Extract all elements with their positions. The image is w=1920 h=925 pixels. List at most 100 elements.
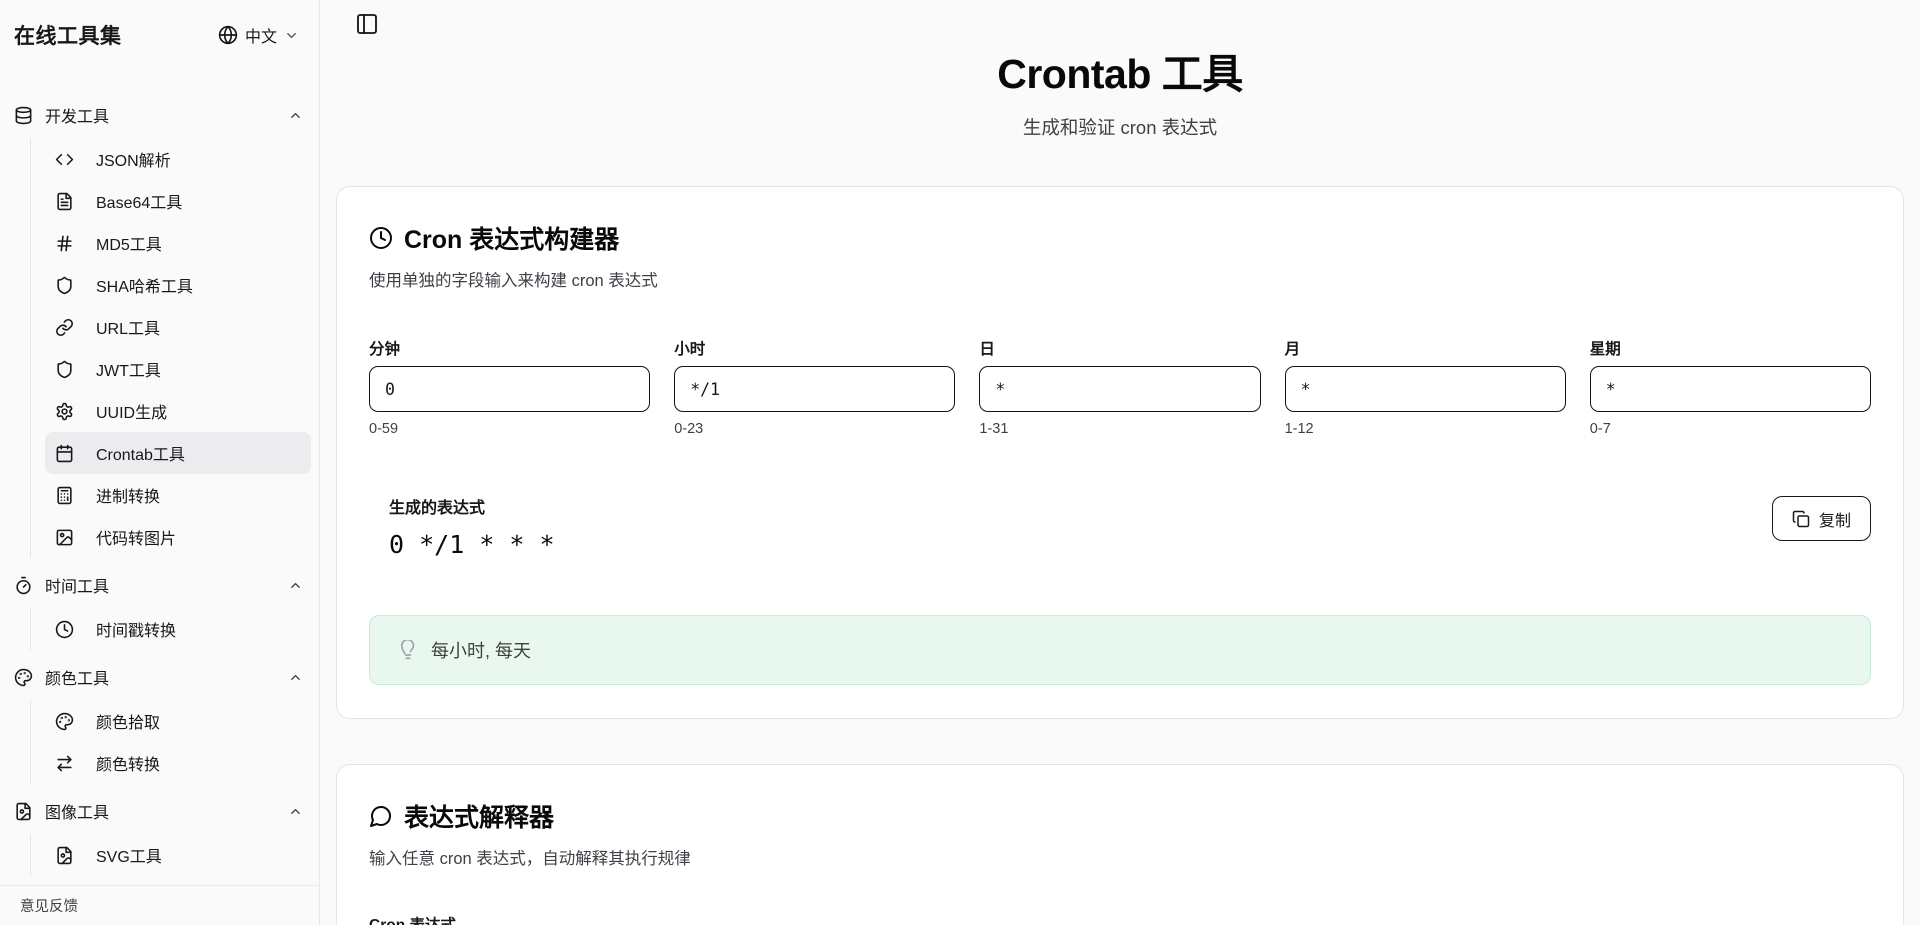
sidebar-category-2[interactable]: 颜色工具 bbox=[8, 656, 311, 698]
builder-card-title: Cron 表达式构建器 bbox=[369, 220, 1871, 256]
language-label: 中文 bbox=[244, 29, 277, 46]
clock-icon bbox=[369, 226, 393, 250]
sidebar-sublist: 时间戳转换 bbox=[30, 608, 311, 650]
sidebar-item-label: Base64工具 bbox=[96, 195, 183, 212]
sidebar-item-Base64工具[interactable]: Base64工具 bbox=[45, 180, 311, 222]
sidebar-item-颜色拾取[interactable]: 颜色拾取 bbox=[45, 700, 311, 742]
sidebar-item-label: 代码转图片 bbox=[96, 531, 177, 548]
sidebar-item-label: SVG工具 bbox=[96, 849, 162, 866]
sidebar-item-JWT工具[interactable]: JWT工具 bbox=[45, 348, 311, 390]
sidebar-item-label: UUID生成 bbox=[96, 405, 168, 422]
timer-icon bbox=[14, 576, 33, 595]
builder-card-subtitle: 使用单独的字段输入来构建 cron 表达式 bbox=[369, 272, 658, 290]
field-label: 小时 bbox=[674, 341, 706, 358]
explainer-input-label: Cron 表达式 bbox=[369, 913, 1871, 925]
field-range-hint: 0-23 bbox=[674, 421, 704, 437]
chevron-up-icon[interactable] bbox=[288, 804, 303, 819]
language-selector[interactable]: 中文 bbox=[218, 23, 299, 47]
generated-expression: 0 */1 * * * bbox=[389, 530, 555, 559]
sidebar-item-label: MD5工具 bbox=[96, 237, 162, 254]
lightbulb-icon bbox=[398, 640, 418, 660]
field-range-hint: 0-59 bbox=[369, 421, 399, 437]
category-label: 开发工具 bbox=[45, 109, 110, 126]
link-icon bbox=[55, 318, 74, 337]
shield-icon bbox=[55, 360, 74, 379]
sidebar-footer-feedback[interactable]: 意见反馈 bbox=[0, 885, 319, 925]
cron-builder-card: Cron 表达式构建器 使用单独的字段输入来构建 cron 表达式 分钟0-59… bbox=[336, 186, 1904, 719]
expression-explainer-card: 表达式解释器 输入任意 cron 表达式，自动解释其执行规律 Cron 表达式 bbox=[336, 764, 1904, 925]
explainer-card-title: 表达式解释器 bbox=[369, 798, 1871, 834]
calendar-icon bbox=[55, 444, 74, 463]
field-input[interactable] bbox=[979, 366, 1261, 412]
result-block: 生成的表达式 0 */1 * * * bbox=[389, 494, 555, 559]
sidebar-item-SHA哈希工具[interactable]: SHA哈希工具 bbox=[45, 264, 311, 306]
field-label: 月 bbox=[1284, 341, 1301, 358]
field-range-hint: 1-12 bbox=[1284, 421, 1314, 437]
sidebar-item-时间戳转换[interactable]: 时间戳转换 bbox=[45, 608, 311, 650]
palette-icon bbox=[55, 712, 74, 731]
cron-field-2: 日 1-31 bbox=[979, 337, 1261, 437]
database-icon bbox=[14, 106, 33, 125]
sidebar-toggle-button[interactable] bbox=[352, 9, 382, 39]
field-input[interactable] bbox=[369, 366, 651, 412]
chevron-up-icon[interactable] bbox=[288, 108, 303, 123]
sidebar-item-label: SHA哈希工具 bbox=[96, 279, 193, 296]
page-header: Crontab 工具 生成和验证 cron 表达式 bbox=[320, 0, 1920, 140]
field-range-hint: 1-31 bbox=[979, 421, 1009, 437]
clock-icon bbox=[55, 620, 74, 639]
image-icon bbox=[55, 528, 74, 547]
settings-icon bbox=[55, 402, 74, 421]
cron-fields-row: 分钟0-59小时0-23日1-31月1-12星期0-7 bbox=[369, 337, 1871, 437]
chevron-up-icon[interactable] bbox=[288, 578, 303, 593]
category-label: 颜色工具 bbox=[45, 671, 110, 688]
file-image-icon bbox=[14, 802, 33, 821]
sidebar-item-进制转换[interactable]: 进制转换 bbox=[45, 474, 311, 516]
sidebar-item-label: Crontab工具 bbox=[96, 447, 185, 464]
sidebar-category-1[interactable]: 时间工具 bbox=[8, 564, 311, 606]
sidebar-sublist: SVG工具 bbox=[30, 834, 311, 876]
field-label: 日 bbox=[979, 341, 995, 358]
sidebar-category-0[interactable]: 开发工具 bbox=[8, 94, 311, 136]
sidebar-item-代码转图片[interactable]: 代码转图片 bbox=[45, 516, 311, 558]
sidebar-category-3[interactable]: 图像工具 bbox=[8, 790, 311, 832]
field-label: 星期 bbox=[1589, 341, 1621, 358]
sidebar-item-SVG工具[interactable]: SVG工具 bbox=[45, 834, 311, 876]
expression-hint-text: 每小时, 每天 bbox=[431, 641, 532, 661]
explainer-title-text: 表达式解释器 bbox=[404, 804, 555, 832]
builder-title-text: Cron 表达式构建器 bbox=[404, 226, 620, 254]
field-input[interactable] bbox=[1589, 366, 1871, 412]
field-input[interactable] bbox=[1284, 366, 1566, 412]
sidebar-item-UUID生成[interactable]: UUID生成 bbox=[45, 390, 311, 432]
swap-icon bbox=[55, 754, 74, 773]
copy-button-label: 复制 bbox=[1818, 512, 1851, 530]
sidebar-item-JSON解析[interactable]: JSON解析 bbox=[45, 138, 311, 180]
sidebar-item-颜色转换[interactable]: 颜色转换 bbox=[45, 742, 311, 784]
sidebar-header: 在线工具集 中文 bbox=[0, 0, 319, 50]
chevron-up-icon[interactable] bbox=[288, 670, 303, 685]
sidebar-item-label: URL工具 bbox=[96, 321, 161, 338]
copy-button[interactable]: 复制 bbox=[1771, 496, 1871, 541]
sidebar-item-URL工具[interactable]: URL工具 bbox=[45, 306, 311, 348]
message-circle-icon bbox=[369, 804, 393, 828]
shield-icon bbox=[55, 276, 74, 295]
sidebar-item-label: 颜色拾取 bbox=[96, 715, 161, 732]
result-label: 生成的表达式 bbox=[389, 500, 486, 517]
field-input[interactable] bbox=[674, 366, 956, 412]
panel-left-icon bbox=[355, 12, 379, 36]
hash-icon bbox=[55, 234, 74, 253]
sidebar-item-Crontab工具[interactable]: Crontab工具 bbox=[45, 432, 311, 474]
field-range-hint: 0-7 bbox=[1589, 421, 1611, 437]
code-icon bbox=[55, 150, 74, 169]
cron-field-4: 星期 0-7 bbox=[1589, 337, 1871, 437]
file-image-icon bbox=[55, 846, 74, 865]
sidebar-item-label: 进制转换 bbox=[96, 489, 161, 506]
file-text-icon bbox=[55, 192, 74, 211]
sidebar-item-label: 时间戳转换 bbox=[96, 623, 177, 640]
main-content: Crontab 工具 生成和验证 cron 表达式 Cron 表达式构建器 使用… bbox=[320, 0, 1920, 925]
palette-icon bbox=[14, 668, 33, 687]
sidebar-item-MD5工具[interactable]: MD5工具 bbox=[45, 222, 311, 264]
sidebar-sublist: JSON解析 Base64工具 MD5工具 SHA哈希工具 URL工具 JWT工具 UUID… bbox=[30, 138, 311, 558]
sidebar-nav: 开发工具 JSON解析 Base64工具 MD5工具 SHA哈希工具 URL工具 JWT工具… bbox=[0, 50, 319, 885]
calculator-icon bbox=[55, 486, 74, 505]
chevron-down-icon bbox=[284, 28, 299, 43]
